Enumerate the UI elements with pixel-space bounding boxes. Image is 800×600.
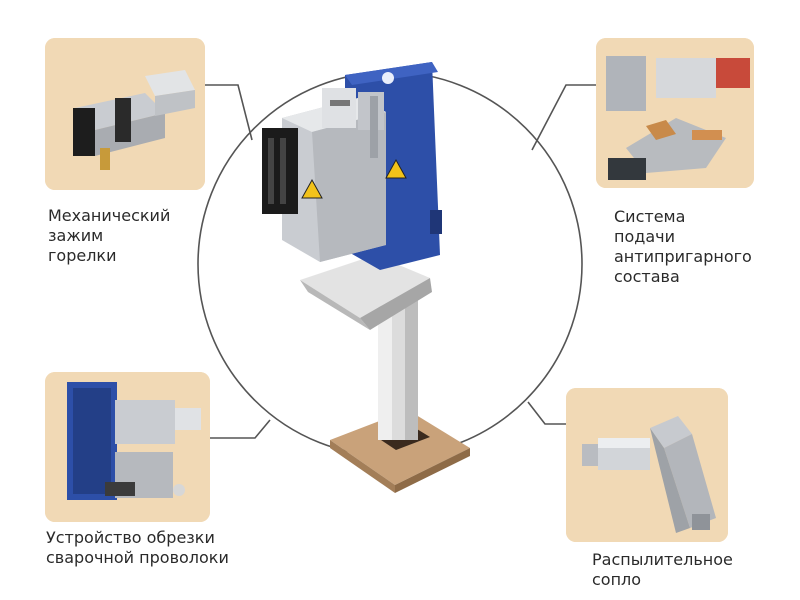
clamp-caption-line: Механический — [48, 206, 171, 225]
cutter-caption-line: сварочной проволоки — [46, 548, 229, 567]
system-connector-line — [531, 84, 596, 151]
clamp-caption-line: зажим — [48, 226, 104, 245]
nozzle-caption-line: Распылительное — [592, 550, 733, 569]
system-caption-line: Система — [614, 207, 686, 226]
spray-system-detail-image — [596, 38, 754, 188]
system-caption-line: антипригарного — [614, 247, 752, 266]
top-clamp — [322, 88, 356, 128]
nozzle-caption-line: сопло — [592, 570, 642, 589]
nozzle-caption: Распылительное сопло — [592, 550, 733, 590]
cutter-connector-line — [210, 419, 271, 439]
clamp-caption-line: горелки — [48, 246, 117, 265]
warning-label-right — [385, 158, 407, 179]
warning-label-left — [301, 178, 323, 199]
cutter-caption-line: Устройство обрезки — [46, 528, 215, 547]
clamp-detail-image — [45, 38, 205, 190]
spray-nozzle-detail-image — [566, 388, 728, 542]
catch-tray — [300, 255, 430, 318]
clamp-connector-line — [205, 84, 253, 141]
clamp-caption: Механический зажим горелки — [48, 206, 170, 266]
nozzle-connector-line — [527, 401, 566, 425]
cutter-caption: Устройство обрезки сварочной проволоки — [46, 528, 229, 568]
wire-cutter-detail-image — [45, 372, 210, 522]
system-caption-line: состава — [614, 267, 680, 286]
system-caption: Система подачи антипригарного состава — [614, 207, 752, 287]
system-caption-line: подачи — [614, 227, 675, 246]
